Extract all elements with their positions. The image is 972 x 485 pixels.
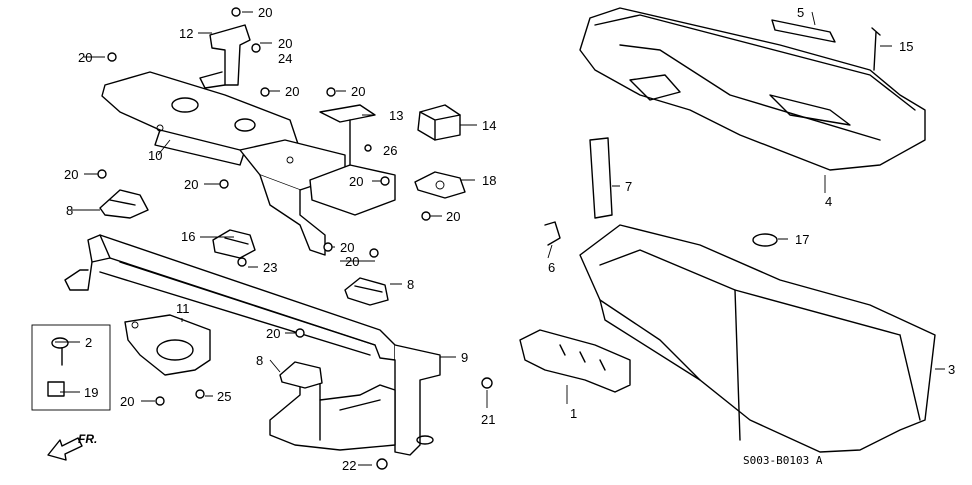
callout-17: 17 — [795, 232, 809, 247]
callout-15: 15 — [899, 39, 913, 54]
inset-box — [31, 324, 111, 411]
box-body-part — [579, 224, 936, 453]
callout-8-left: 8 — [66, 203, 73, 218]
label-5-part — [771, 19, 836, 43]
callout-9: 9 — [461, 350, 468, 365]
box-lid-part — [579, 7, 926, 171]
callout-18: 18 — [482, 173, 496, 188]
part-code-label: S003-B0103 A — [743, 454, 823, 467]
strip-7-part — [589, 137, 613, 219]
clip-6-part — [544, 221, 561, 246]
mount-8-right-part — [344, 277, 389, 306]
callout-13: 13 — [389, 108, 403, 123]
mount-16-part — [212, 229, 256, 259]
callout-20-d: 20 — [285, 84, 299, 99]
callout-20-k: 20 — [345, 254, 359, 269]
callout-labels: 1 2 3 4 5 6 7 8 8 8 9 10 11 12 13 14 15 … — [64, 5, 955, 473]
leader-lines — [55, 11, 945, 466]
callout-24: 24 — [278, 51, 292, 66]
callout-5: 5 — [797, 5, 804, 20]
bracket-13-part — [309, 104, 396, 216]
grommet-17-part — [752, 233, 778, 247]
callout-10: 10 — [148, 148, 162, 163]
upper-bracket-part — [101, 71, 346, 256]
callout-20-a: 20 — [258, 5, 272, 20]
callout-14: 14 — [482, 118, 496, 133]
callout-4: 4 — [825, 194, 832, 209]
callout-21: 21 — [481, 412, 495, 427]
callout-3: 3 — [948, 362, 955, 377]
callout-11: 11 — [176, 301, 190, 316]
callout-20-m: 20 — [120, 394, 134, 409]
callout-19: 19 — [84, 385, 98, 400]
bracket-1-part — [519, 329, 631, 393]
mount-8-lower-part — [279, 361, 323, 389]
callout-12: 12 — [179, 26, 193, 41]
clip-14-part — [417, 104, 461, 141]
nut-19-part — [47, 381, 65, 397]
callout-20-i: 20 — [446, 209, 460, 224]
mount-8-left-part — [99, 189, 149, 219]
callout-20-f: 20 — [64, 167, 78, 182]
callout-8-lower: 8 — [256, 353, 263, 368]
bolt-markers — [97, 7, 493, 470]
callout-22: 22 — [342, 458, 356, 473]
callout-1: 1 — [570, 406, 577, 421]
front-direction-arrow: FR. — [47, 432, 97, 461]
pin-2-part — [51, 337, 69, 366]
callout-16: 16 — [181, 229, 195, 244]
callout-20-l: 20 — [266, 326, 280, 341]
callout-20-b: 20 — [78, 50, 92, 65]
callout-25: 25 — [217, 389, 231, 404]
callout-20-h: 20 — [349, 174, 363, 189]
fr-label: FR. — [78, 432, 97, 446]
callout-26: 26 — [383, 143, 397, 158]
callout-20-c: 20 — [278, 36, 292, 51]
callout-23: 23 — [263, 260, 277, 275]
mount-18-part — [414, 171, 466, 199]
long-frame-part — [64, 234, 441, 456]
callout-20-e: 20 — [351, 84, 365, 99]
callout-6: 6 — [548, 260, 555, 275]
callout-7: 7 — [625, 179, 632, 194]
callout-20-j: 20 — [340, 240, 354, 255]
callout-2: 2 — [85, 335, 92, 350]
bracket-12-part — [199, 24, 251, 89]
callout-20-g: 20 — [184, 177, 198, 192]
callout-8-right: 8 — [407, 277, 414, 292]
bracket-11-part — [124, 314, 211, 376]
screw-15-part — [871, 27, 881, 71]
